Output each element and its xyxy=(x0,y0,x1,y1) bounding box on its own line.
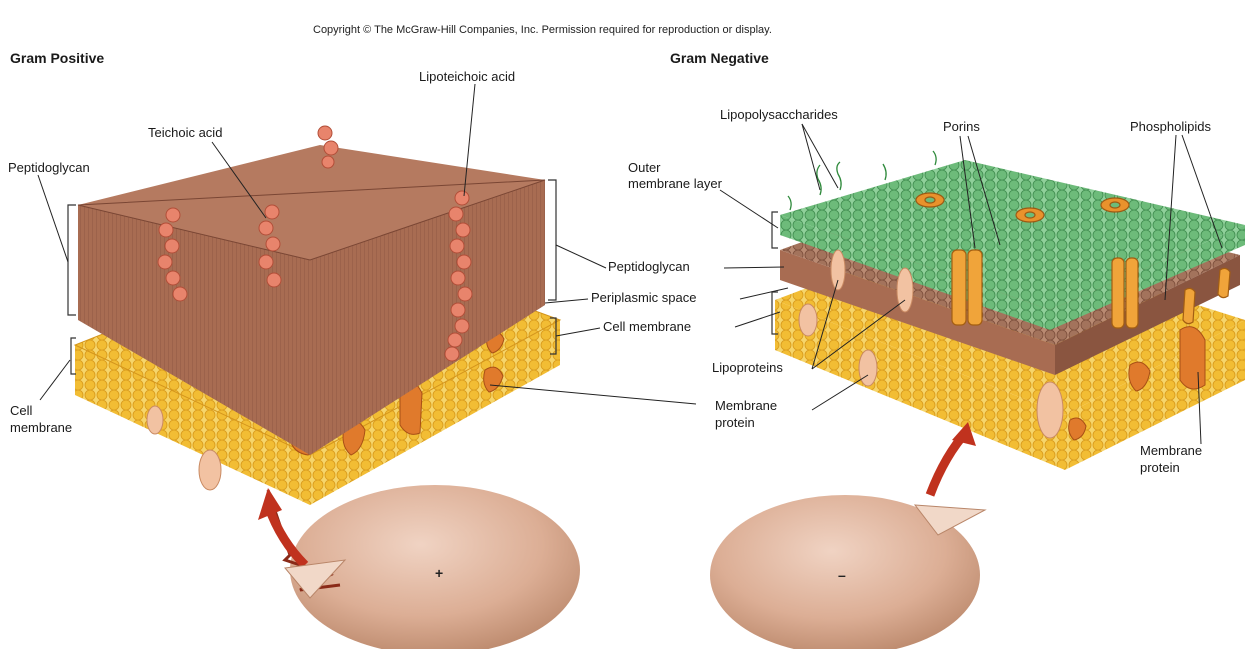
label-lipopolysaccharides: Lipopolysaccharides xyxy=(720,107,838,123)
label-lipoproteins: Lipoproteins xyxy=(712,360,783,376)
gram-positive-title: Gram Positive xyxy=(10,50,104,66)
label-membrane-protein-right-line2: protein xyxy=(1140,460,1180,476)
label-peptidoglycan: Peptidoglycan xyxy=(608,259,690,275)
label-cell-membrane-left-line2: membrane xyxy=(10,420,72,436)
label-peptidoglycan-left: Peptidoglycan xyxy=(8,160,90,176)
label-porins: Porins xyxy=(943,119,980,135)
gram-positive-art xyxy=(38,84,696,649)
label-outer-membrane-line2: membrane layer xyxy=(628,176,722,192)
label-membrane-protein-center-line1: Membrane xyxy=(715,398,777,414)
label-membrane-protein-right-line1: Membrane xyxy=(1140,443,1202,459)
label-cell-membrane-left-line1: Cell xyxy=(10,403,32,419)
label-membrane-protein-center-line2: protein xyxy=(715,415,755,431)
label-periplasmic-space: Periplasmic space xyxy=(591,290,697,306)
gram-negative-sign: – xyxy=(838,567,846,583)
gram-positive-sign: + xyxy=(435,565,443,581)
copyright-notice: Copyright © The McGraw-Hill Companies, I… xyxy=(313,22,772,38)
label-outer-membrane-line1: Outer xyxy=(628,160,661,176)
gram-negative-title: Gram Negative xyxy=(670,50,769,66)
label-cell-membrane: Cell membrane xyxy=(603,319,691,335)
label-teichoic-acid: Teichoic acid xyxy=(148,125,222,141)
label-lipoteichoic-acid: Lipoteichoic acid xyxy=(419,69,515,85)
label-phospholipids: Phospholipids xyxy=(1130,119,1211,135)
gram-negative-art xyxy=(710,124,1245,649)
